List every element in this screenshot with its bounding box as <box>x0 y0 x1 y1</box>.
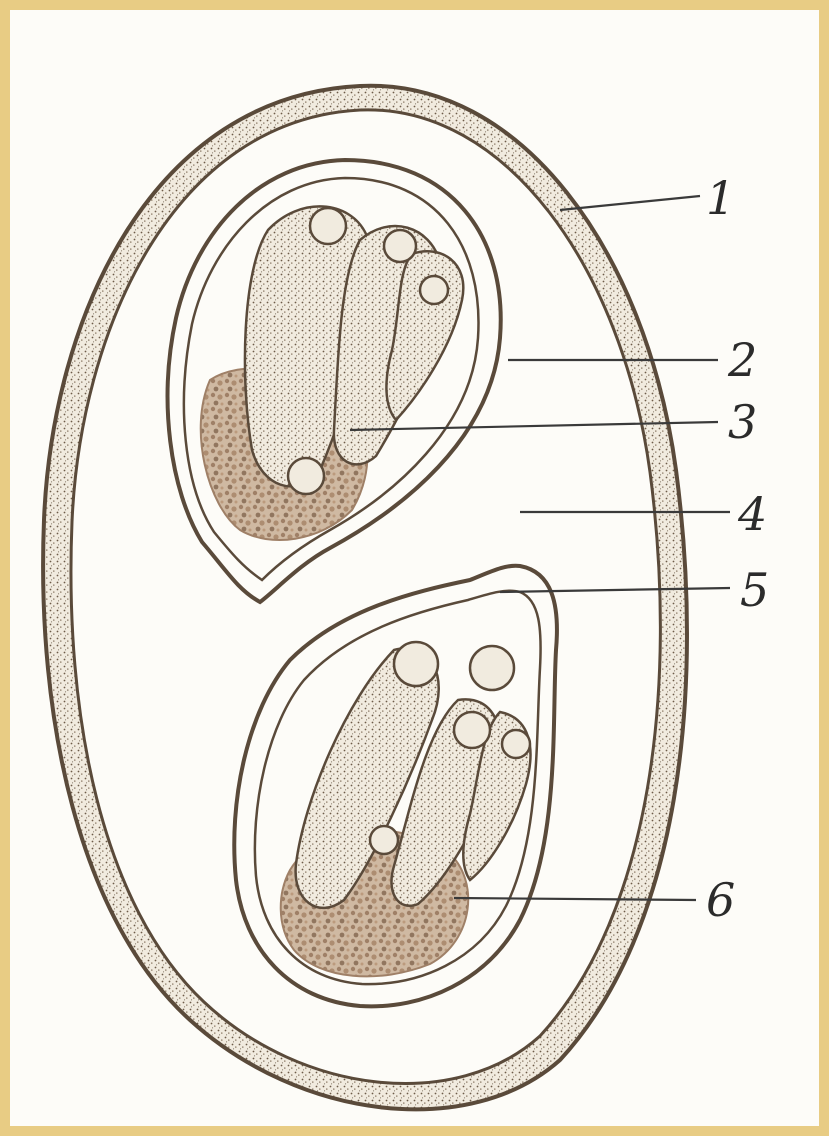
label-3: 3 <box>728 395 757 449</box>
label-5: 5 <box>740 563 769 617</box>
leader-line-1 <box>560 196 700 210</box>
label-1: 1 <box>706 171 735 225</box>
label-2: 2 <box>727 333 757 387</box>
label-6: 6 <box>706 873 735 927</box>
label-4: 4 <box>737 487 767 541</box>
